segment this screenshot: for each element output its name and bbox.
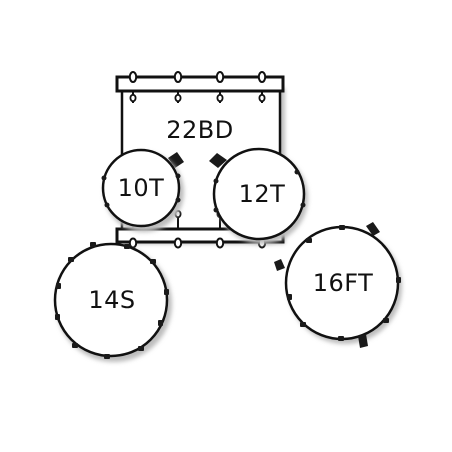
floor-tom-leg: [358, 334, 368, 348]
tom-mount-bracket-right: [209, 153, 227, 168]
tension-rod: [215, 71, 225, 103]
snare-lugs: [55, 242, 169, 359]
bass-drum-label: 22BD: [166, 116, 233, 144]
tom-10-head: [101, 148, 181, 228]
floor-tom-label: 16FT: [313, 269, 374, 297]
floor-tom-leg: [366, 222, 380, 236]
tom-12-head: [212, 147, 306, 241]
tom-10-label: 10T: [118, 174, 165, 202]
tom-12: 12T: [212, 147, 308, 244]
bass-drum-top-hoop: [115, 75, 285, 93]
bass-drum-top-tension-rods: [128, 71, 267, 103]
tom-10-lugs: [101, 173, 181, 208]
snare-drum: 14S: [53, 242, 172, 362]
tom-12-label: 12T: [239, 180, 286, 208]
tom-mount-bracket-left: [168, 152, 184, 168]
snare-label: 14S: [88, 286, 135, 314]
floor-tom-leg: [274, 259, 285, 271]
tension-rod: [257, 71, 267, 103]
tom-10: 10T: [101, 148, 184, 232]
snare-head: [53, 242, 169, 358]
tom-mount: [168, 152, 227, 168]
tom-12-lugs: [213, 169, 306, 213]
tension-rod: [128, 71, 138, 103]
floor-tom-lugs: [287, 225, 401, 341]
floor-tom: 16FT: [274, 222, 402, 348]
tension-rod: [173, 71, 183, 103]
